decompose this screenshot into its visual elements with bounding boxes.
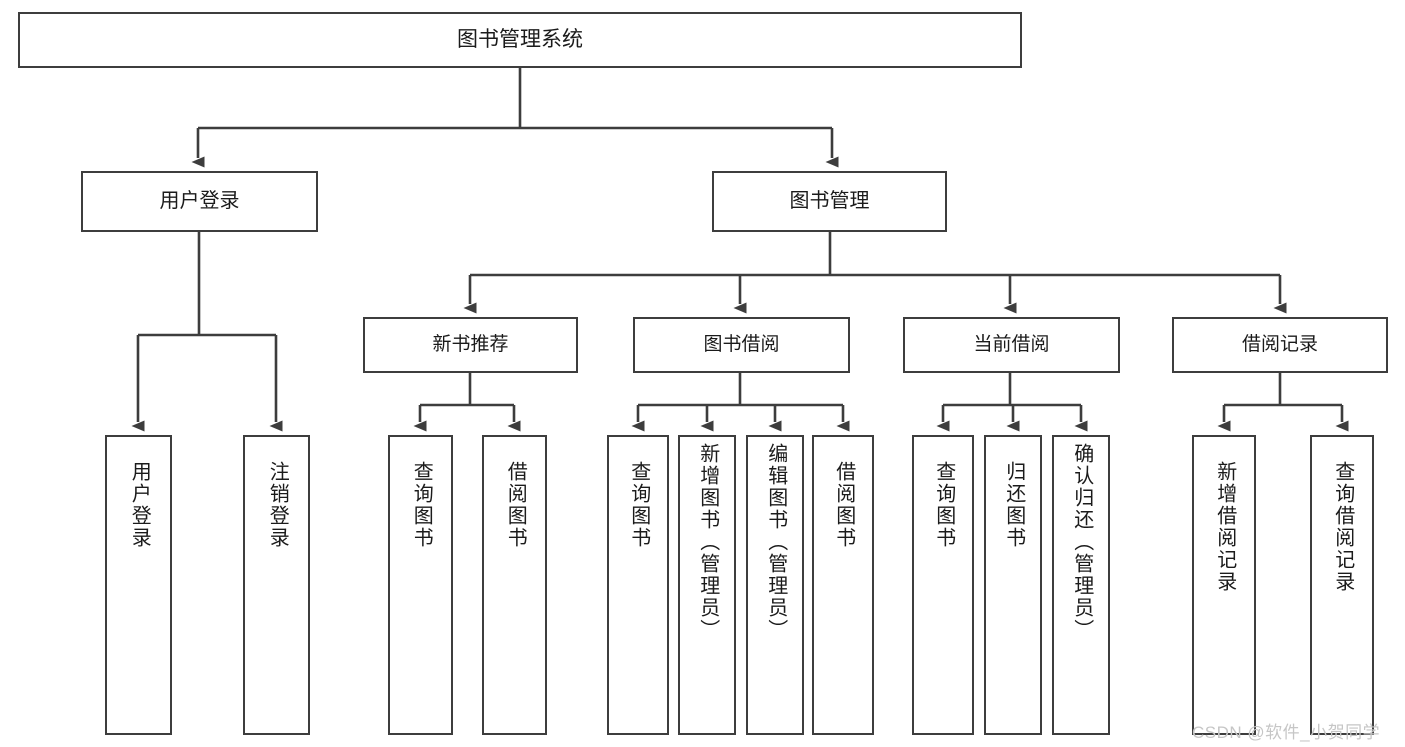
node-current-borrow[interactable]: 当前借阅	[903, 317, 1120, 373]
node-label: 用户登录	[159, 189, 240, 212]
leaf-confirm-return-admin[interactable]: 确认归还（管理员）	[1052, 435, 1110, 735]
leaf-query-book-borrow[interactable]: 查询图书	[607, 435, 669, 735]
node-label: 查询借阅记录	[1331, 461, 1354, 593]
leaf-user-login[interactable]: 用户登录	[105, 435, 172, 735]
node-label: 确认归还（管理员）	[1070, 443, 1093, 641]
node-new-book-recommend[interactable]: 新书推荐	[363, 317, 578, 373]
node-user-login[interactable]: 用户登录	[81, 171, 318, 232]
leaf-borrow-book-newbook[interactable]: 借阅图书	[482, 435, 547, 735]
leaf-logout[interactable]: 注销登录	[243, 435, 310, 735]
node-label: 图书管理系统	[457, 27, 583, 51]
leaf-return-book[interactable]: 归还图书	[984, 435, 1042, 735]
node-label: 图书管理	[789, 189, 870, 212]
node-label: 图书借阅	[703, 333, 780, 355]
node-label: 新增借阅记录	[1213, 461, 1236, 593]
leaf-add-book-admin[interactable]: 新增图书（管理员）	[678, 435, 736, 735]
node-label: 编辑图书（管理员）	[764, 443, 787, 641]
node-label: 新增图书（管理员）	[696, 443, 719, 641]
node-label: 查询图书	[932, 461, 955, 549]
node-label: 借阅图书	[504, 461, 527, 549]
node-book-management[interactable]: 图书管理	[712, 171, 947, 232]
node-label: 查询图书	[627, 461, 650, 549]
node-book-borrow[interactable]: 图书借阅	[633, 317, 850, 373]
node-label: 借阅记录	[1241, 333, 1318, 355]
node-label: 归还图书	[1002, 461, 1025, 549]
leaf-query-book-newbook[interactable]: 查询图书	[388, 435, 453, 735]
node-label: 注销登录	[266, 461, 289, 549]
node-label: 用户登录	[128, 461, 151, 549]
leaf-add-borrow-record[interactable]: 新增借阅记录	[1192, 435, 1256, 735]
node-label: 查询图书	[410, 461, 433, 549]
node-label: 当前借阅	[973, 333, 1050, 355]
leaf-edit-book-admin[interactable]: 编辑图书（管理员）	[746, 435, 804, 735]
watermark: CSDN @软件_小贺同学	[1192, 723, 1381, 742]
leaf-borrow-book-borrow[interactable]: 借阅图书	[812, 435, 874, 735]
node-root-system[interactable]: 图书管理系统	[18, 12, 1022, 68]
node-borrow-record[interactable]: 借阅记录	[1172, 317, 1388, 373]
leaf-query-book-current[interactable]: 查询图书	[912, 435, 974, 735]
node-label: 借阅图书	[832, 461, 855, 549]
leaf-query-borrow-record[interactable]: 查询借阅记录	[1310, 435, 1374, 735]
node-label: 新书推荐	[432, 333, 509, 355]
